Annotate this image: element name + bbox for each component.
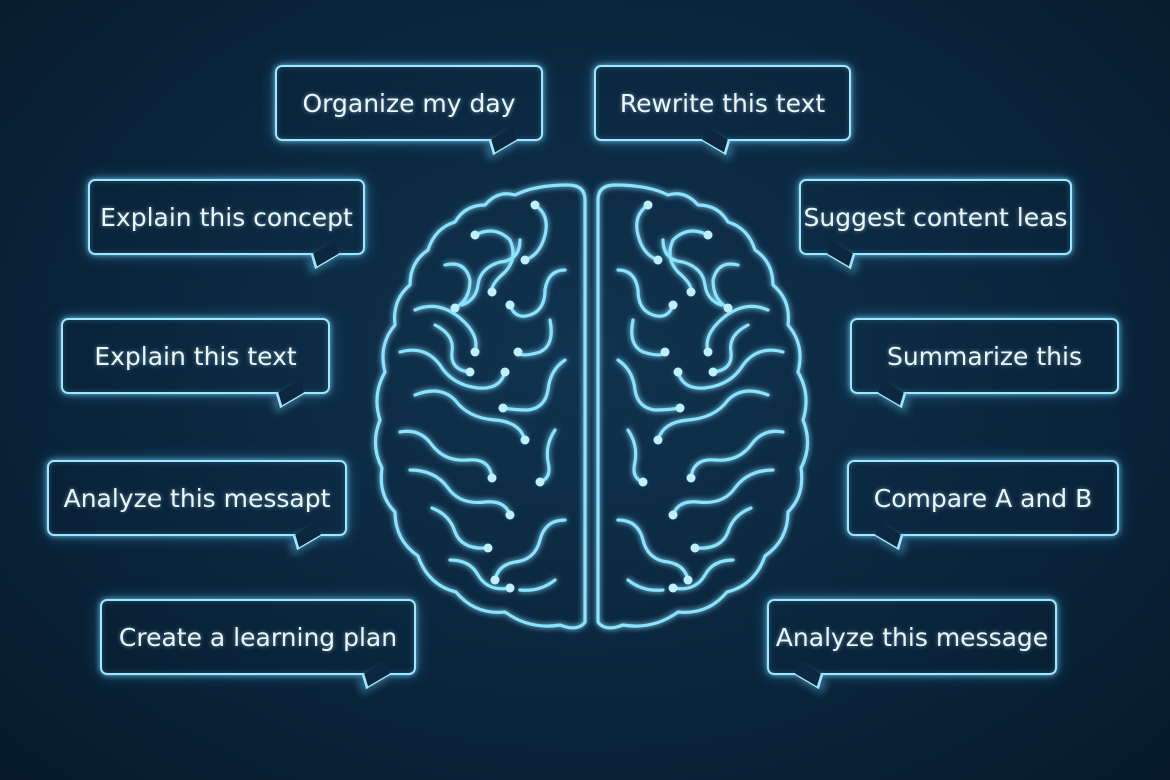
prompt-bubble-explain-this-concept[interactable]: Explain this concept [88, 179, 365, 270]
prompt-label: Organize my day [302, 88, 516, 118]
prompt-label: Compare A and B [873, 483, 1093, 513]
prompt-bubble-summarize-this[interactable]: Summarize this [850, 318, 1119, 409]
prompt-bubble-create-a-learning-plan[interactable]: Create a learning plan [100, 599, 416, 690]
prompt-bubble-rewrite-this-text[interactable]: Rewrite this text [594, 65, 851, 156]
prompt-bubble-analyze-this-message[interactable]: Analyze this message [767, 599, 1057, 690]
prompt-label: Explain this text [94, 341, 297, 371]
prompt-label: Analyze this messapt [63, 483, 331, 513]
prompt-bubble-suggest-content-leas[interactable]: Suggest content leas [799, 179, 1072, 270]
prompt-label: Explain this concept [100, 202, 353, 232]
prompt-label: Analyze this message [775, 622, 1049, 652]
right-hemisphere-outline [596, 183, 810, 630]
prompt-bubble-explain-this-text[interactable]: Explain this text [61, 318, 330, 409]
prompt-label: Rewrite this text [619, 88, 826, 118]
prompt-bubble-analyze-this-messapt[interactable]: Analyze this messapt [47, 460, 347, 551]
prompt-label: Suggest content leas [803, 202, 1068, 232]
left-hemisphere-outline [373, 183, 587, 630]
prompt-bubble-organize-my-day[interactable]: Organize my day [275, 65, 543, 156]
prompt-label: Summarize this [886, 341, 1083, 371]
prompt-label: Create a learning plan [118, 622, 398, 652]
prompt-bubble-compare-a-and-b[interactable]: Compare A and B [847, 460, 1119, 551]
